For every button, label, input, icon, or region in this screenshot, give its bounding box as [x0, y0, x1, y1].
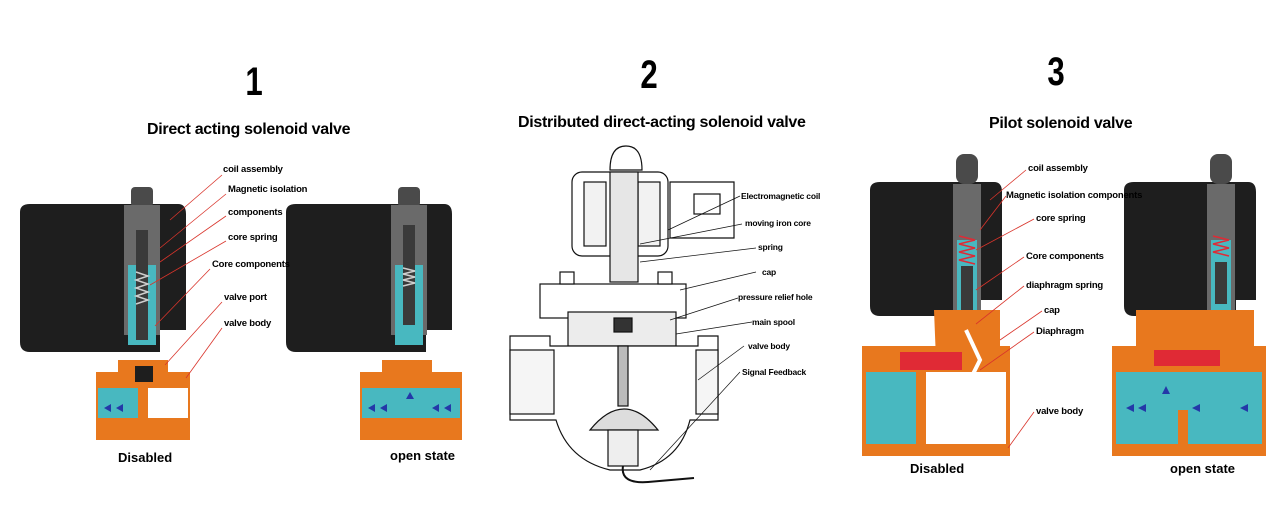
core-spring: [402, 267, 416, 287]
coil-cap: [131, 187, 153, 207]
label-valve-body: valve body: [1036, 406, 1084, 417]
label-valve-body: valve body: [748, 341, 790, 351]
valve-open: [286, 187, 462, 440]
label-magnetic-isolation-components: Magnetic isolation components: [1006, 190, 1143, 201]
label-signal-feedback: Signal Feedback: [742, 367, 807, 377]
valve-body: [96, 360, 190, 440]
core-plunger: [136, 230, 148, 340]
label-core-spring: core spring: [228, 232, 278, 243]
panel-pilot: 3 Pilot solenoid valve: [840, 0, 1280, 520]
label-electromagnetic-coil: Electromagnetic coil: [741, 191, 821, 201]
inlet-fluid: [98, 388, 138, 418]
label-pressure-relief-hole: pressure relief hole: [738, 292, 813, 302]
coil-cap: [1210, 154, 1232, 184]
core-tube: [609, 171, 639, 283]
label-cap: cap: [1044, 305, 1060, 316]
coil-winding-left: [583, 181, 607, 247]
stem: [617, 345, 629, 407]
callout-leaders: [149, 174, 227, 379]
core-spring: [1212, 235, 1230, 257]
coil-housing: [20, 204, 186, 352]
body-divider: [1178, 410, 1188, 456]
label-cap: cap: [762, 267, 777, 277]
outlet-passage: [148, 388, 188, 418]
panel-title: Pilot solenoid valve: [989, 115, 1133, 132]
callout-leaders: [975, 169, 1043, 449]
coil-housing: [1124, 182, 1256, 316]
coil-cap: [398, 187, 420, 207]
flow-arrows: [104, 404, 123, 412]
dome: [588, 408, 660, 431]
core-plunger: [1215, 262, 1227, 304]
diaphragm: [900, 352, 962, 370]
state-label-open: open state: [1170, 461, 1236, 476]
state-label-disabled: Disabled: [118, 450, 173, 465]
pilot-channel: [964, 329, 983, 385]
coil-cap: [956, 154, 978, 184]
panel-direct-acting: 1 Direct acting solenoid valve: [0, 0, 480, 520]
inlet-fluid: [866, 372, 916, 444]
coil-housing: [286, 204, 452, 352]
outlet-passage: [926, 372, 1006, 444]
port-right: [695, 349, 719, 415]
through-fluid: [362, 388, 460, 418]
label-valve-port: valve port: [224, 292, 267, 303]
port-left: [509, 349, 555, 415]
panel-number: 1: [245, 60, 263, 104]
label-components: components: [228, 207, 283, 218]
coil-winding-right: [637, 181, 661, 247]
distributed-valve-section-drawing: [509, 145, 757, 484]
label-coil-assembly: coil assembly: [223, 164, 283, 175]
valve-disabled: [20, 187, 190, 440]
coil-housing: [870, 182, 1002, 316]
panel-number: 2: [640, 53, 658, 97]
label-magnetic-isolation: Magnetic isolation: [228, 184, 308, 195]
valve-seat-plug: [135, 366, 153, 382]
direct-acting-valve-illustration: [20, 174, 462, 440]
panel-title: Direct acting solenoid valve: [147, 121, 351, 138]
flow-arrows: [368, 392, 451, 412]
bolt-right: [657, 271, 673, 285]
spool-core: [613, 317, 633, 333]
label-diaphragm: Diaphragm: [1036, 326, 1084, 337]
label-valve-body: valve body: [224, 318, 272, 329]
label-coil-assembly: coil assembly: [1028, 163, 1088, 174]
diaphragm: [1154, 350, 1220, 366]
feedback-cable: [621, 465, 695, 484]
state-label-open: open state: [390, 448, 456, 463]
core-spring: [133, 271, 151, 305]
label-core-components: Core components: [1026, 251, 1104, 262]
panel-distributed-direct-acting: 2 Distributed direct-acting solenoid val…: [480, 0, 840, 520]
valve-disabled: [862, 154, 1010, 456]
label-core-components: Core components: [212, 259, 290, 270]
label-main-spool: main spool: [752, 317, 795, 327]
panel-number: 3: [1047, 50, 1065, 94]
core-plunger: [961, 266, 973, 312]
feedback-sensor: [607, 429, 639, 467]
label-core-spring: core spring: [1036, 213, 1086, 224]
core-spring: [958, 235, 976, 265]
terminal-inner: [693, 193, 721, 215]
label-moving-iron-core: moving iron core: [745, 218, 811, 228]
bolt-left: [559, 271, 575, 285]
top-nut: [609, 145, 643, 171]
callout-leaders: [639, 195, 757, 471]
valve-open: [1112, 154, 1266, 456]
label-spring: spring: [758, 242, 783, 252]
panel-title: Distributed direct-acting solenoid valve: [518, 114, 806, 131]
pilot-valve-illustration: [862, 154, 1266, 456]
label-diaphragm-spring: diaphragm spring: [1026, 280, 1104, 291]
state-label-disabled: Disabled: [910, 461, 965, 476]
